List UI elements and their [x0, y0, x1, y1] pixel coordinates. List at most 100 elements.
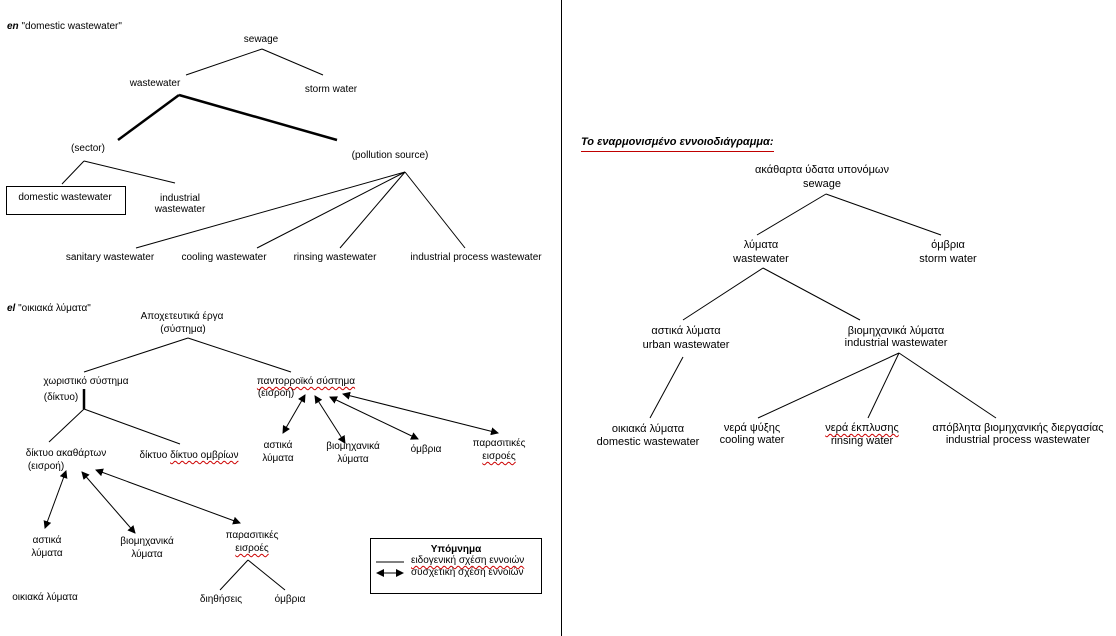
line-h-ww-urban [682, 267, 764, 321]
node-urban-b-2: λύματα [31, 548, 63, 559]
line-h-root-storm [825, 193, 942, 236]
node-urban-a-2: λύματα [262, 453, 294, 464]
line-sector-industrial [83, 160, 176, 184]
arrow-combined-urban [282, 394, 306, 434]
h-ww-en: wastewater [733, 253, 789, 265]
line-ps-cooling [256, 171, 406, 249]
line-h-ind-cooling [757, 352, 900, 419]
node-domestic-wastewater: domestic wastewater [18, 192, 112, 203]
node-pollution-source: (pollution source) [351, 150, 429, 161]
node-combined-1: παντορροϊκό σύστημα [257, 376, 355, 388]
node-sewage: sewage [243, 34, 279, 45]
combined-label: παντορροϊκό σύστημα [256, 376, 356, 387]
node-ind-a-1: βιομηχανικά [326, 441, 380, 452]
line-h-ind-rinsing [867, 352, 900, 419]
line-par-storm [247, 559, 286, 591]
node-separate-2: (δίκτυο) [43, 392, 79, 403]
line-separate-storm [83, 408, 181, 445]
domestic-wastewater-box [6, 186, 126, 215]
arrow-combined-parasitic [342, 391, 499, 436]
arrow-sewer-parasitic [95, 468, 241, 525]
node-infiltration: διηθήσεις [199, 594, 243, 605]
node-parasitic-b-1: παρασιτικές [225, 530, 279, 541]
legend-generic-label: ειδογενική σχέση εννοιών [411, 555, 524, 567]
h-ind-el: βιομηχανικά λύματα [847, 325, 945, 337]
h-cooling-el: νερά ψύξης [723, 422, 781, 434]
line-root-separate [83, 337, 189, 373]
legend-generic-text: ειδογενική σχέση εννοιών [411, 555, 525, 566]
el-tag: el [7, 303, 16, 314]
line-sector-domestic [61, 160, 85, 185]
arrow-combined-storm [329, 396, 419, 440]
el-title: "οικιακά λύματα" [18, 303, 91, 314]
h-process-el: απόβλητα βιομηχανικής διεργασίας [932, 422, 1104, 434]
node-sewer-2: (εισροή) [27, 461, 65, 472]
node-parasitic-b-2: εισροές [235, 543, 268, 555]
node-storm-water: storm water [304, 84, 358, 95]
node-household: οικιακά λύματα [12, 592, 78, 603]
line-sewage-wastewater [185, 48, 263, 76]
arrow-sewer-urban [43, 470, 68, 529]
node-urban-a-1: αστικά [263, 440, 293, 451]
line-ww-sector [117, 93, 180, 142]
line-ps-rinsing [339, 171, 406, 249]
node-wastewater: wastewater [129, 78, 181, 89]
h-domestic-en: domestic wastewater [596, 436, 700, 448]
h-ww-el: λύματα [743, 239, 779, 251]
node-storm-b: όμβρια [274, 594, 306, 605]
line-h-ind-process [898, 352, 997, 419]
node-stormnet: δίκτυο δίκτυο ομβρίων [139, 450, 239, 461]
en-heading: en "domestic wastewater" [7, 21, 122, 33]
node-parasitic-a-2: εισροές [482, 451, 515, 463]
h-storm-en: storm water [919, 253, 977, 265]
node-sector: (sector) [71, 143, 105, 154]
node-separate-1: χωριστικό σύστημα [43, 376, 129, 387]
h-urban-en: urban wastewater [642, 339, 730, 351]
line-h-ww-industrial [762, 267, 861, 321]
arrow-combined-industrial [314, 395, 346, 444]
vertical-divider [561, 0, 562, 636]
line-separate-sewer [48, 408, 85, 443]
parasitic-b-label: εισροές [235, 543, 269, 554]
line-h-root-ww [756, 193, 827, 236]
harmonized-title: Το εναρμονισμένο εννοιοδιάγραμμα: [581, 136, 774, 152]
h-cooling-en: cooling water [719, 434, 785, 446]
node-rinsing: rinsing wastewater [293, 252, 377, 263]
en-tag: en [7, 21, 19, 32]
node-el-root-1: Αποχετευτικά έργα [140, 311, 224, 322]
h-root-en: sewage [803, 178, 841, 190]
node-industrial-2: wastewater [154, 204, 206, 215]
node-sewer-1: δίκτυο ακαθάρτων [25, 448, 107, 459]
parasitic-a-label: εισροές [482, 451, 516, 462]
h-rinsing-en: rinsing water [830, 435, 894, 447]
node-industrial-1: industrial [159, 193, 201, 204]
legend-title: Υπόμνημα [430, 544, 482, 555]
node-storm-a: όμβρια [410, 444, 442, 455]
node-process: industrial process wastewater [410, 252, 542, 263]
h-process-en: industrial process wastewater [945, 434, 1091, 446]
h-ind-en: industrial wastewater [844, 337, 948, 349]
line-sewage-storm [261, 48, 324, 76]
line-par-infiltration [219, 559, 249, 591]
h-root-el: ακάθαρτα ύδατα υπονόμων [755, 164, 889, 176]
line-ps-sanitary [135, 171, 406, 249]
en-title: "domestic wastewater" [21, 21, 122, 32]
h-rinsing-label: νερά έκπλυσης [825, 422, 899, 434]
node-ind-a-2: λύματα [337, 454, 369, 465]
line-root-combined [187, 337, 292, 373]
legend-associative-label: συσχετική σχέση εννοιών [411, 567, 524, 578]
node-combined-2: (εισροή) [257, 388, 295, 399]
line-h-urban-domestic [649, 356, 684, 419]
legend-box [370, 538, 542, 594]
node-sanitary: sanitary wastewater [65, 252, 155, 263]
node-ind-b-1: βιομηχανικά [120, 536, 174, 547]
node-parasitic-a-1: παρασιτικές [472, 438, 526, 449]
line-ps-process [404, 171, 466, 249]
stormnet-label: δίκτυο ομβρίων [170, 450, 239, 461]
node-el-root-2: (σύστημα) [160, 324, 206, 335]
h-domestic-el: οικιακά λύματα [611, 423, 685, 435]
h-storm-el: όμβρια [931, 239, 965, 251]
node-cooling: cooling wastewater [181, 252, 267, 263]
node-ind-b-2: λύματα [131, 549, 163, 560]
